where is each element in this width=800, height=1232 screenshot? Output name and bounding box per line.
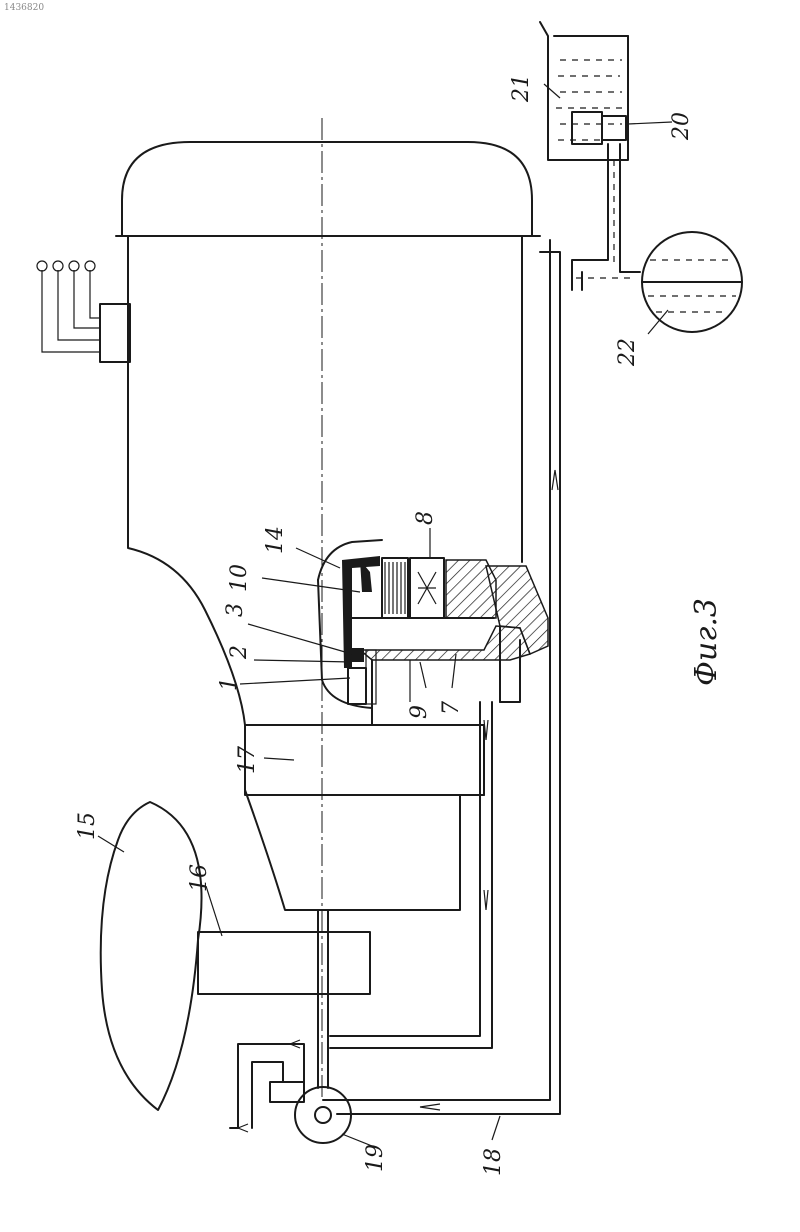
part-16: [198, 932, 370, 994]
corner-id: 1436820: [4, 3, 44, 13]
block-17: [245, 725, 484, 795]
tank-liquid: [556, 60, 622, 140]
housing-body-left: [128, 236, 484, 910]
label-10: 10: [227, 564, 252, 592]
element-20: [572, 112, 602, 144]
label-1: 1: [217, 677, 242, 691]
connector-box: [100, 304, 130, 362]
label-8: 8: [413, 511, 438, 525]
connecting-pipe: [572, 144, 608, 290]
label-16: 16: [187, 864, 212, 892]
pipe-18: [323, 240, 550, 1100]
label-19: 19: [363, 1144, 388, 1172]
label-22: 22: [615, 338, 640, 367]
label-3: 3: [223, 603, 248, 617]
bearing-block: [348, 668, 366, 704]
part-15: [101, 802, 202, 1110]
terminal: [85, 261, 95, 271]
label-21: 21: [509, 74, 534, 103]
label-9: 9: [407, 705, 432, 719]
label-15: 15: [75, 812, 100, 840]
label-14: 14: [263, 526, 288, 554]
label-2: 2: [227, 645, 252, 660]
figure-caption: Фиг.3: [689, 598, 724, 686]
housing-dome: [122, 142, 532, 236]
label-18: 18: [481, 1148, 506, 1176]
supply-pipe: [330, 702, 492, 1048]
terminal: [37, 261, 47, 271]
label-20: 20: [669, 112, 694, 141]
terminal: [69, 261, 79, 271]
terminal: [53, 261, 63, 271]
label-17: 17: [235, 746, 260, 774]
label-7: 7: [439, 701, 464, 715]
